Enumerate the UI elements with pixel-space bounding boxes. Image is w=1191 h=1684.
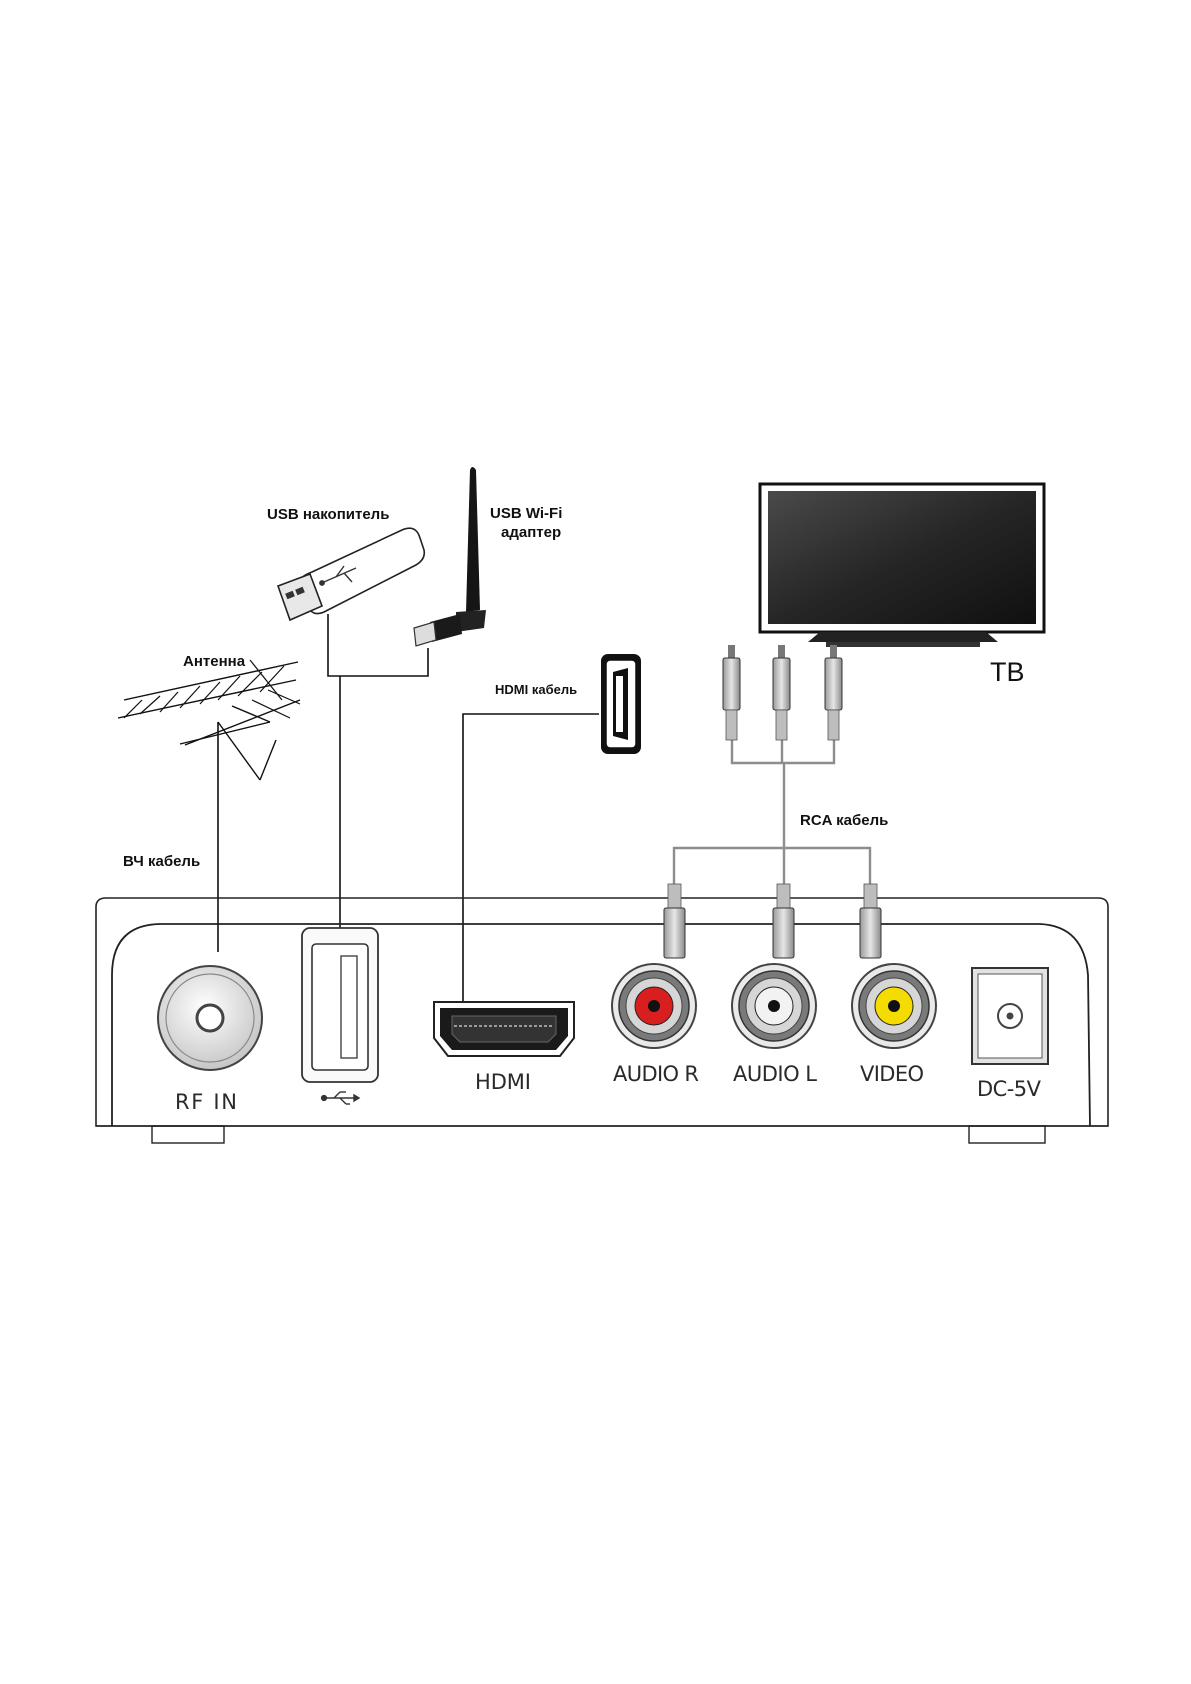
rf-in-port (157, 965, 263, 1071)
cables (217, 614, 599, 1002)
video-jack (851, 963, 937, 1049)
usb-drive-cable (327, 614, 429, 677)
usb-drive-label: USB накопитель (267, 506, 389, 523)
usb-symbol-icon (320, 1091, 361, 1105)
box-foot-left (151, 1125, 225, 1144)
rca-plug-box-2 (772, 883, 795, 959)
antenna-icon (117, 659, 301, 781)
rca-plugs-tv (722, 645, 843, 741)
usb-wifi-label-line1: USB Wi-Fi (490, 505, 562, 522)
rca-plug-box-3 (859, 883, 882, 959)
tv-label: ТВ (990, 657, 1025, 687)
set-top-box (95, 897, 1109, 1144)
hdmi-cable-label: HDMI кабель (495, 682, 577, 697)
audio-r-label: AUDIO R (613, 1062, 699, 1086)
rca-plug-tv-2 (772, 645, 791, 741)
audio-l-jack (731, 963, 817, 1049)
hdmi-cable (462, 713, 599, 1002)
dc-5v-label: DC-5V (977, 1077, 1042, 1101)
box-foot-right (968, 1125, 1046, 1144)
audio-l-label: AUDIO L (733, 1062, 817, 1086)
hdmi-cable-connector-icon (601, 654, 641, 754)
usb-drive-icon (276, 527, 426, 622)
usb-port (301, 927, 379, 1083)
usb-wifi-adapter-icon (413, 467, 486, 647)
video-label: VIDEO (860, 1062, 924, 1086)
rca-plug-tv-1 (722, 645, 741, 741)
rf-cable-label: ВЧ кабель (123, 853, 200, 870)
dc-5v-port (971, 967, 1049, 1065)
rca-plugs-box (663, 883, 882, 959)
usb-wifi-label-line2: адаптер (501, 524, 561, 541)
rca-plug-tv-3 (824, 645, 843, 741)
antenna-label: Антенна (183, 653, 246, 670)
hdmi-port (433, 1001, 575, 1057)
rf-in-port-label: RF IN (175, 1090, 237, 1114)
audio-r-jack (611, 963, 697, 1049)
rca-plug-box-1 (663, 883, 686, 959)
rca-cables (672, 740, 872, 884)
tv-icon (758, 482, 1046, 647)
rca-cable-label: RCA кабель (800, 812, 888, 829)
hdmi-port-label: HDMI (475, 1070, 531, 1094)
